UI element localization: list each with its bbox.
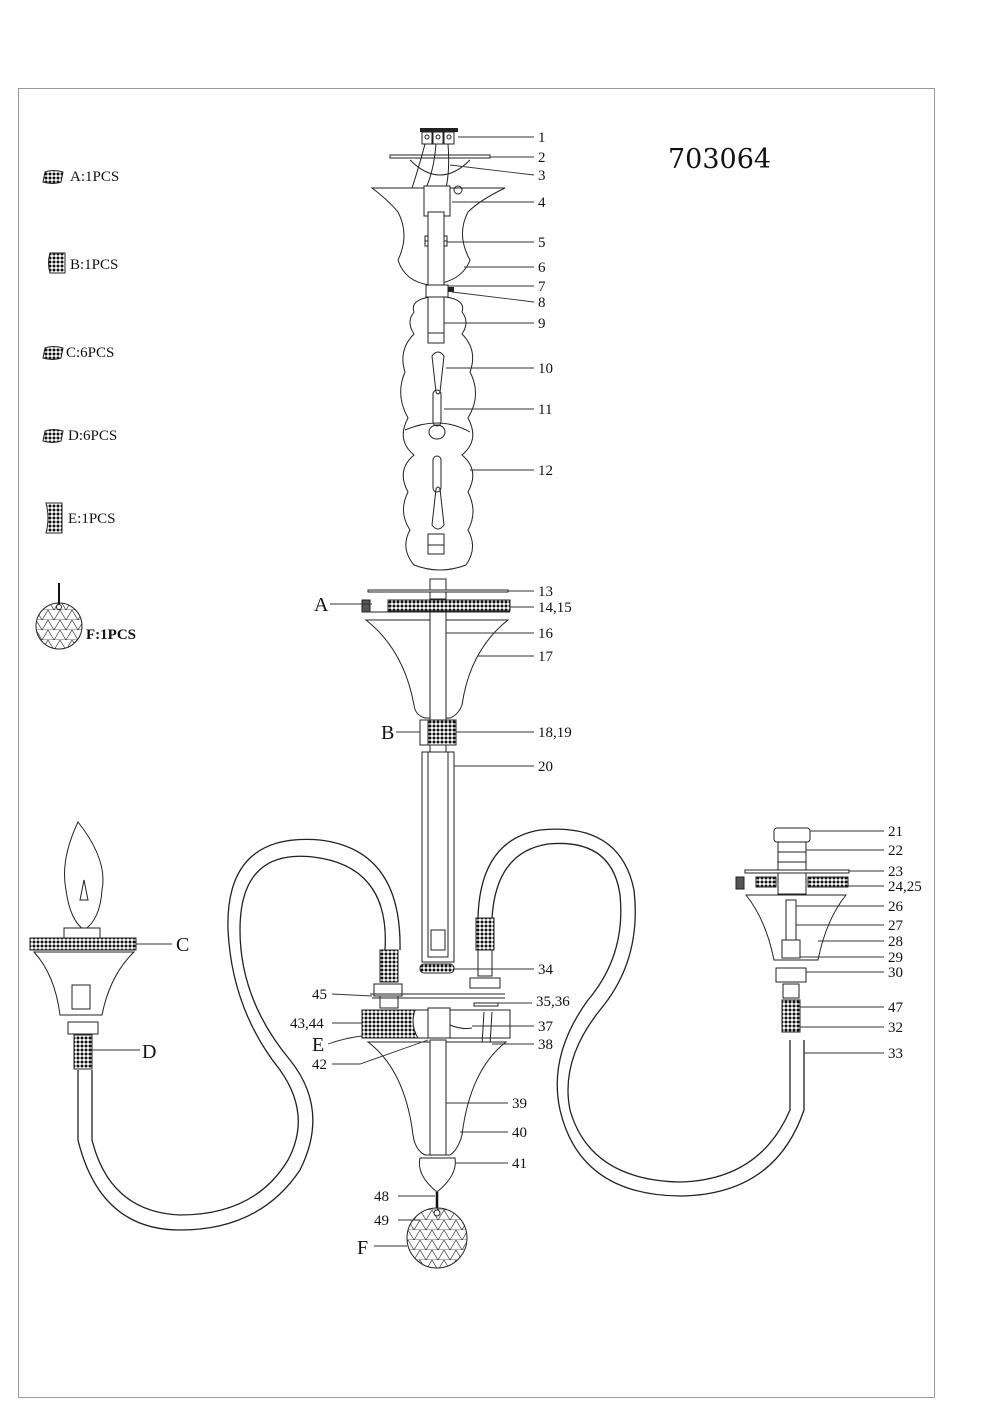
callout-17: 17 bbox=[538, 649, 554, 665]
crystal-block-icon bbox=[48, 252, 66, 274]
crystal-panel-e bbox=[361, 1009, 419, 1039]
legend-label-c: C:6PCS bbox=[66, 345, 114, 361]
model-number: 703064 bbox=[668, 144, 771, 175]
left-arm bbox=[77, 838, 403, 1231]
callout-49: 49 bbox=[374, 1213, 389, 1229]
callout-16: 16 bbox=[538, 626, 554, 642]
callout-41: 41 bbox=[512, 1156, 527, 1172]
callout-30: 30 bbox=[888, 965, 903, 981]
letter-markers: A B C D E F bbox=[92, 594, 420, 1259]
right-arm bbox=[469, 828, 805, 1197]
callout-47: 47 bbox=[888, 1000, 904, 1016]
marker-b: B bbox=[381, 722, 394, 744]
legend-label-b: B:1PCS bbox=[70, 257, 118, 273]
callout-27: 27 bbox=[888, 918, 904, 934]
crystal-ring-a bbox=[387, 599, 511, 612]
legend-item-c: C:6PCS bbox=[42, 345, 114, 361]
callout-32: 32 bbox=[888, 1020, 903, 1036]
marker-c: C bbox=[176, 934, 189, 956]
crystal-strip-d bbox=[73, 1034, 93, 1070]
callout-28: 28 bbox=[888, 934, 903, 950]
callout-10: 10 bbox=[538, 361, 553, 377]
callout-45: 45 bbox=[312, 987, 327, 1003]
callout-21: 21 bbox=[888, 824, 903, 840]
callout-11: 11 bbox=[538, 402, 552, 418]
legend-item-d: D:6PCS bbox=[42, 428, 117, 444]
crystal-ball-f bbox=[406, 1207, 468, 1269]
callout-48: 48 bbox=[374, 1189, 389, 1205]
callout-14-15: 14,15 bbox=[538, 600, 572, 616]
lower-body bbox=[361, 963, 511, 1269]
legend-label-d: D:6PCS bbox=[68, 428, 117, 444]
marker-a: A bbox=[314, 594, 329, 616]
legend-item-e: E:1PCS bbox=[45, 502, 116, 534]
callout-38: 38 bbox=[538, 1037, 553, 1053]
callout-42: 42 bbox=[312, 1057, 327, 1073]
crystal-strip-47-32 bbox=[781, 999, 801, 1033]
crystal-ring-24-25 bbox=[807, 876, 849, 888]
chain-cover bbox=[400, 296, 476, 571]
callout-12: 12 bbox=[538, 463, 553, 479]
callouts-right: 1 2 3 4 5 6 7 8 9 10 11 12 13 14,15 16 1… bbox=[444, 130, 922, 1172]
left-candle bbox=[29, 821, 137, 1070]
callout-34: 34 bbox=[538, 962, 554, 978]
marker-d: D bbox=[142, 1041, 156, 1063]
callout-24-25: 24,25 bbox=[888, 879, 922, 895]
callout-18-19: 18,19 bbox=[538, 725, 572, 741]
callout-35-36: 35,36 bbox=[536, 994, 570, 1010]
legend-item-f: F:1PCS bbox=[35, 583, 136, 650]
crystal-strip-icon bbox=[42, 429, 64, 443]
drawing-frame bbox=[18, 88, 935, 1398]
callout-39: 39 bbox=[512, 1096, 527, 1112]
right-candle-parts bbox=[735, 827, 850, 1033]
marker-f: F bbox=[357, 1237, 368, 1259]
callout-1: 1 bbox=[538, 130, 546, 146]
callout-4: 4 bbox=[538, 195, 546, 211]
callout-33: 33 bbox=[888, 1046, 903, 1062]
callout-29: 29 bbox=[888, 950, 903, 966]
crystal-ring-c bbox=[29, 937, 137, 951]
legend-item-a: A:1PCS bbox=[42, 169, 119, 185]
callout-37: 37 bbox=[538, 1019, 554, 1035]
callout-8: 8 bbox=[538, 295, 546, 311]
callout-2: 2 bbox=[538, 150, 546, 166]
callout-43-44: 43,44 bbox=[290, 1016, 324, 1032]
crystal-panel-icon bbox=[45, 502, 63, 534]
crystal-strip-icon bbox=[42, 170, 64, 184]
legend-item-b: B:1PCS bbox=[48, 252, 118, 274]
crystal-strip-icon bbox=[42, 346, 64, 360]
callout-6: 6 bbox=[538, 260, 546, 276]
callout-5: 5 bbox=[538, 235, 546, 251]
callouts-left: 45 43,44 42 48 49 bbox=[290, 987, 435, 1229]
legend-label-f: F:1PCS bbox=[86, 627, 136, 643]
callout-13: 13 bbox=[538, 584, 553, 600]
legend-label-e: E:1PCS bbox=[68, 511, 116, 527]
marker-e: E bbox=[312, 1034, 324, 1056]
callout-7: 7 bbox=[538, 279, 546, 295]
upper-bobeche bbox=[361, 578, 511, 963]
callout-26: 26 bbox=[888, 899, 904, 915]
legend-label-a: A:1PCS bbox=[70, 169, 119, 185]
callout-20: 20 bbox=[538, 759, 553, 775]
callout-40: 40 bbox=[512, 1125, 527, 1141]
crystal-ball-icon bbox=[35, 583, 83, 650]
callout-3: 3 bbox=[538, 168, 546, 184]
ceiling-mount bbox=[370, 128, 506, 298]
legend: A:1PCS B:1PCS C:6PCS D:6PCS E:1PCS F:1PC… bbox=[35, 169, 136, 650]
callout-23: 23 bbox=[888, 864, 903, 880]
callout-9: 9 bbox=[538, 316, 546, 332]
callout-22: 22 bbox=[888, 843, 903, 859]
